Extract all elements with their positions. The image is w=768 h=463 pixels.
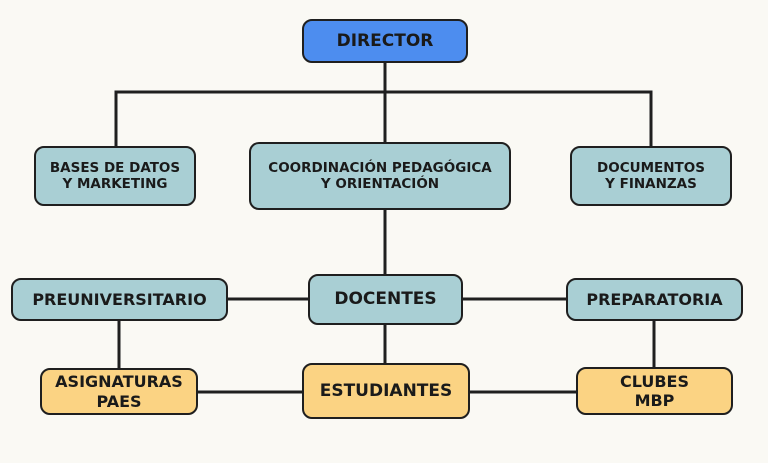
node-bases-de-datos-label: BASES DE DATOS Y MARKETING — [49, 159, 181, 192]
node-bases-de-datos: BASES DE DATOS Y MARKETING — [34, 146, 196, 206]
node-asignaturas: ASIGNATURAS PAES — [40, 368, 198, 415]
node-docentes: DOCENTES — [308, 274, 463, 325]
node-coordinacion: COORDINACIÓN PEDAGÓGICA Y ORIENTACIÓN — [249, 142, 511, 210]
node-clubes: CLUBES MBP — [576, 367, 733, 415]
node-director-label: DIRECTOR — [336, 30, 434, 51]
node-director: DIRECTOR — [302, 19, 468, 63]
node-preuniversitario: PREUNIVERSITARIO — [11, 278, 228, 321]
node-preparatoria: PREPARATORIA — [566, 278, 743, 321]
node-preuniversitario-label: PREUNIVERSITARIO — [32, 289, 207, 309]
node-docentes-label: DOCENTES — [334, 289, 437, 310]
node-asignaturas-label: ASIGNATURAS PAES — [55, 372, 183, 411]
node-preparatoria-label: PREPARATORIA — [586, 289, 723, 309]
node-documentos: DOCUMENTOS Y FINANZAS — [570, 146, 732, 206]
node-clubes-label: CLUBES MBP — [619, 371, 689, 410]
node-documentos-label: DOCUMENTOS Y FINANZAS — [597, 159, 705, 192]
node-estudiantes: ESTUDIANTES — [302, 363, 470, 419]
node-coordinacion-label: COORDINACIÓN PEDAGÓGICA Y ORIENTACIÓN — [268, 159, 492, 192]
node-estudiantes-label: ESTUDIANTES — [319, 380, 453, 401]
